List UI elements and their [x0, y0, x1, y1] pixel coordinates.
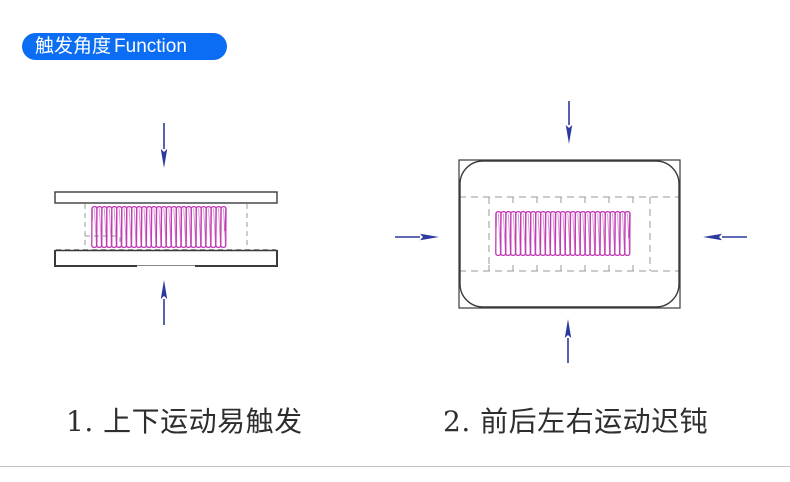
- figure-caption-vertical: 1. 上下运动易触发: [66, 405, 303, 438]
- housing-rounded-body: [459, 160, 680, 308]
- arrow-head: [564, 319, 572, 338]
- spring-coil: [624, 210, 631, 257]
- dashed-bracket: [85, 235, 121, 247]
- spring-end: [628, 213, 631, 239]
- spring-icon: [91, 205, 227, 249]
- band-tick-marks: [488, 197, 634, 271]
- section-divider: [0, 466, 790, 467]
- housing: [458, 159, 681, 309]
- spring-icon: [495, 210, 631, 257]
- arrow-up-icon: [564, 319, 572, 363]
- arrow-right-icon: [395, 233, 439, 241]
- trigger-angle-diagram: [54, 101, 747, 363]
- figure-caption-horizontal: 2. 前后左右运动迟钝: [443, 405, 709, 438]
- housing-square-outline: [458, 159, 681, 309]
- section-title-cn: 触发角度: [35, 35, 112, 57]
- arrow-head: [703, 233, 722, 241]
- arrow-head: [160, 149, 168, 168]
- top-plate: [54, 191, 278, 204]
- arrow-head: [160, 280, 168, 299]
- dashed-guide-lines: [459, 196, 680, 272]
- arrow-up-icon: [160, 280, 168, 325]
- arrow-down-icon: [565, 101, 573, 144]
- arrow-head: [565, 125, 573, 144]
- top-plate-outline: [54, 191, 278, 204]
- arrow-left-icon: [703, 233, 747, 241]
- spring-end: [224, 208, 227, 232]
- figure-horizontal-motion: [395, 101, 747, 363]
- arrow-down-icon: [160, 123, 168, 168]
- spring-coil: [220, 205, 227, 249]
- figure-vertical-motion: [54, 123, 278, 325]
- bottom-plate: [54, 249, 278, 267]
- arrow-head: [420, 233, 439, 241]
- section-title-en: Function: [114, 36, 187, 57]
- section-title-badge: 触发角度 Function: [22, 33, 227, 60]
